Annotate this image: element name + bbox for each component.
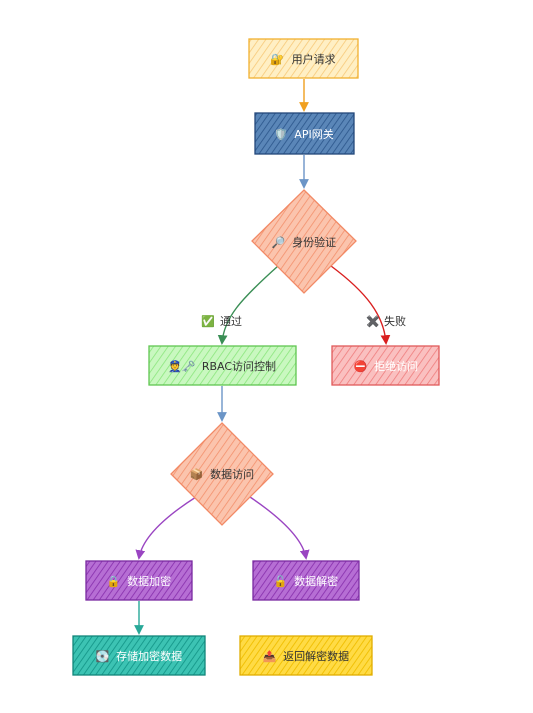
edge-label-pass-text: 通过	[220, 315, 242, 328]
shield-icon: 🛡️	[274, 128, 288, 141]
svg-text:💽 存储加密数据: 💽 存储加密数据	[96, 649, 182, 663]
node-rbac-label: RBAC访问控制	[202, 359, 276, 373]
disk-icon: 💽	[96, 650, 110, 663]
svg-text:🔓 数据解密: 🔓 数据解密	[274, 574, 338, 588]
node-store: 💽 存储加密数据	[72, 635, 206, 676]
svg-text:🔐 用户请求: 🔐 用户请求	[270, 52, 335, 66]
lock-icon: 🔒	[107, 575, 121, 588]
node-encrypt-label: 数据加密	[127, 574, 171, 588]
node-auth-label: 身份验证	[292, 235, 336, 249]
node-return-label: 返回解密数据	[283, 649, 349, 663]
node-encrypt: 🔒 数据加密	[85, 560, 193, 601]
edge-label-fail-text: 失败	[384, 314, 406, 328]
svg-text:🔎 身份验证: 🔎 身份验证	[272, 235, 336, 249]
node-deny-label: 拒绝访问	[374, 359, 418, 373]
magnifier-icon: 🔎	[272, 235, 286, 249]
node-deny: ⛔ 拒绝访问	[331, 345, 440, 386]
no-entry-icon: ⛔	[354, 360, 368, 373]
police-key-icon: 👮🗝️	[168, 359, 196, 373]
edge-auth-to-deny	[330, 265, 391, 345]
node-user-request-label: 用户请求	[292, 52, 336, 66]
node-api-gateway: 🛡️ API网关	[254, 112, 355, 155]
svg-text:🛡️ API网关: 🛡️ API网关	[274, 127, 334, 141]
svg-text:📤 返回解密数据: 📤 返回解密数据	[263, 649, 349, 663]
node-decrypt-label: 数据解密	[294, 574, 338, 588]
edge-data-to-encrypt	[135, 496, 197, 560]
node-api-gateway-label: API网关	[294, 127, 333, 141]
cross-icon: ✖️	[366, 315, 380, 328]
outbox-icon: 📤	[263, 650, 277, 663]
node-return: 📤 返回解密数据	[239, 635, 373, 676]
edge-label-pass: ✅ 通过	[201, 315, 242, 328]
package-icon: 📦	[190, 468, 204, 481]
node-rbac: 👮🗝️ RBAC访问控制	[148, 345, 297, 386]
node-store-label: 存储加密数据	[116, 649, 182, 663]
svg-text:👮🗝️ RBAC访问控制: 👮🗝️ RBAC访问控制	[168, 359, 276, 373]
node-data-access: 📦 数据访问	[170, 422, 274, 526]
edge-label-fail: ✖️ 失败	[366, 314, 406, 328]
edge-auth-to-rbac	[217, 265, 279, 345]
node-auth: 🔎 身份验证	[251, 189, 357, 294]
edge-data-to-decrypt	[249, 496, 310, 560]
node-data-access-label: 数据访问	[210, 467, 254, 481]
check-icon: ✅	[201, 315, 215, 328]
svg-text:⛔ 拒绝访问: ⛔ 拒绝访问	[354, 359, 418, 373]
lock-key-icon: 🔐	[270, 53, 284, 66]
unlock-icon: 🔓	[274, 575, 288, 588]
svg-text:🔒 数据加密: 🔒 数据加密	[107, 574, 171, 588]
node-decrypt: 🔓 数据解密	[252, 560, 360, 601]
svg-text:📦 数据访问: 📦 数据访问	[190, 467, 254, 481]
node-user-request: 🔐 用户请求	[248, 38, 359, 79]
